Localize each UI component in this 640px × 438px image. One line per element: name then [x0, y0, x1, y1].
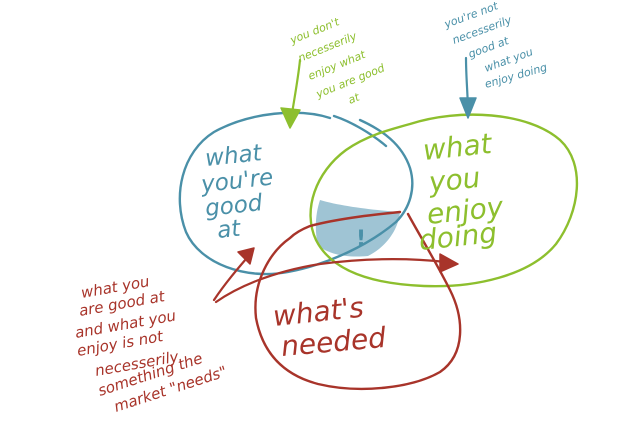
good-at-line: at — [216, 216, 243, 244]
good-not-enjoy-note: you don't necesserily enjoy what you are… — [287, 15, 387, 107]
enjoy-line: you — [426, 161, 482, 199]
blue-arrowhead — [459, 97, 477, 119]
enjoy-not-good-note: you're not necesserily good at what you … — [442, 0, 549, 91]
needed-label: what's needed — [271, 291, 387, 363]
red-arrowhead-right — [439, 253, 459, 273]
note-line: at — [346, 90, 362, 106]
green-arrowhead — [280, 107, 301, 129]
good-at-line: good — [204, 190, 264, 222]
good-at-label: what you're good at — [199, 140, 275, 244]
enjoy-line: doing — [417, 216, 498, 257]
market-note: what you are good at and what you enjoy … — [74, 272, 230, 416]
red-arrow-right — [214, 258, 448, 304]
enjoy-line: enjoy — [425, 190, 505, 231]
enjoy-line: what — [421, 127, 494, 167]
center-mark: ! — [356, 227, 366, 252]
enjoy-label: what you enjoy doing — [417, 127, 505, 257]
needed-circle — [254, 210, 462, 391]
red-arrowhead-up — [237, 247, 255, 265]
good-at-line: what — [204, 140, 264, 172]
